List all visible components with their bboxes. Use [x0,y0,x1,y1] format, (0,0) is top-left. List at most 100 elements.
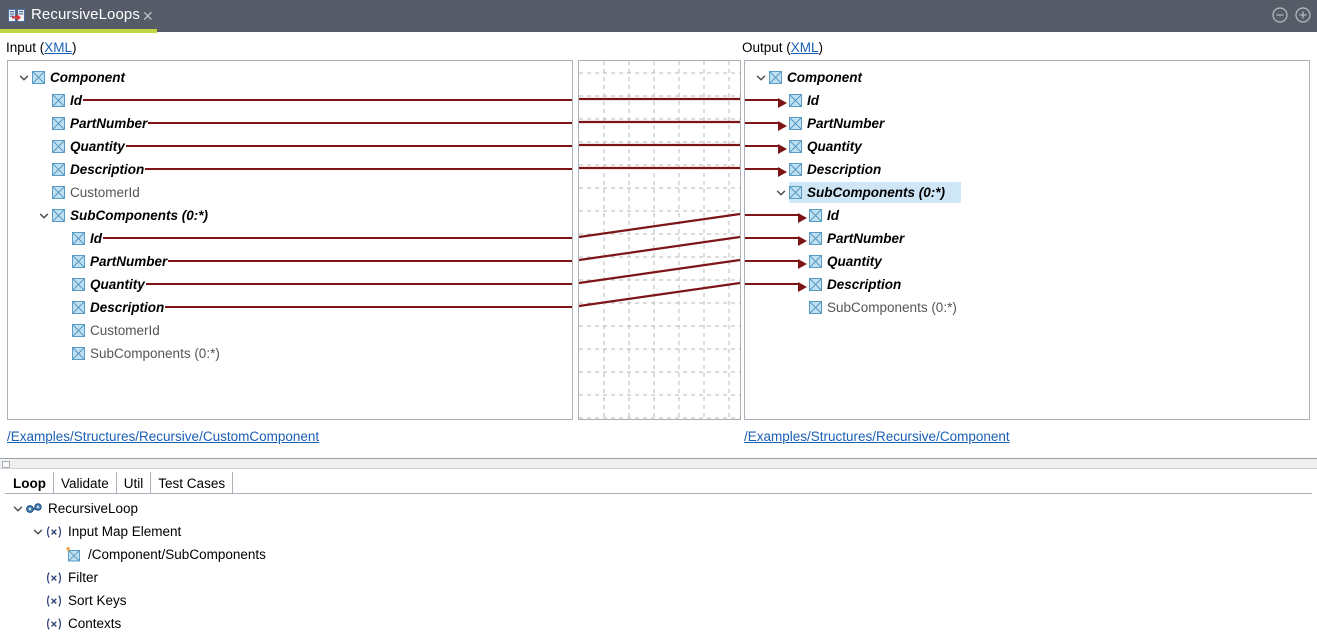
minus-circle-icon[interactable] [1271,6,1289,24]
xml-element-icon [52,186,65,199]
loop-tree-row[interactable]: Sort Keys [0,589,1317,612]
tree-row-label: Quantity [807,139,862,154]
tree-row[interactable]: PartNumber [8,112,572,135]
output-xml-link[interactable]: XML [790,40,819,55]
tree-row[interactable]: PartNumber [8,250,572,273]
tree-row[interactable]: SubComponents (0:*) [8,342,572,365]
chevron-down-icon[interactable] [30,524,46,540]
tree-row[interactable]: Description [745,158,1309,181]
tree-row-content: CustomerId [56,323,160,338]
xml-element-icon [72,255,85,268]
tree-row-content: Quantity [773,139,862,154]
xml-element-icon [789,163,802,176]
tree-row[interactable]: Id [8,227,572,250]
chevron-down-icon[interactable] [753,70,769,86]
output-path-link[interactable]: /Examples/Structures/Recursive/Component [744,429,1010,444]
tree-row-content: PartNumber [773,116,884,131]
loop-tree-row-content: Contexts [30,616,121,632]
xml-element-icon [789,186,802,199]
mapping-link-stub [745,122,779,124]
tab-loop[interactable]: Loop [5,472,54,494]
chevron-down-icon[interactable] [16,70,32,86]
loop-tree-row-content: /Component/SubComponents [50,547,266,563]
tree-row[interactable]: SubComponents (0:*) [745,296,1309,319]
xml-element-icon [72,301,85,314]
mapping-arrowhead [778,118,788,136]
horizontal-splitter[interactable] [0,458,1317,469]
tree-row-label: SubComponents (0:*) [827,300,957,315]
tree-row-content: PartNumber [36,116,147,131]
mapping-link-stub [165,306,572,308]
tree-row[interactable]: Quantity [745,250,1309,273]
loop-tree-row-label: Filter [68,570,98,585]
tree-row[interactable]: Description [745,273,1309,296]
splitter-grip[interactable] [2,461,10,468]
loop-tree-row[interactable]: Contexts [0,612,1317,635]
loop-tree-row-content: RecursiveLoop [10,501,138,517]
input-xml-link[interactable]: XML [44,40,73,55]
tree-row[interactable]: Quantity [8,135,572,158]
loop-tree-row-label: Contexts [68,616,122,631]
tree-row[interactable]: PartNumber [745,227,1309,250]
tree-row-content: Id [773,93,819,108]
tree-row[interactable]: Component [8,66,572,89]
loop-tree-row[interactable]: Filter [0,566,1317,589]
tree-row[interactable]: Id [8,89,572,112]
tree-row-label: PartNumber [70,116,148,131]
input-path-link[interactable]: /Examples/Structures/Recursive/CustomCom… [7,429,320,444]
tree-row-content: Component [16,70,125,86]
tab-util[interactable]: Util [116,472,152,494]
app-tab-recursiveloops[interactable]: RecursiveLoops ✕ [0,0,157,33]
app-tab-label: RecursiveLoops [31,6,140,23]
tree-row[interactable]: Quantity [745,135,1309,158]
tree-row[interactable]: Id [745,89,1309,112]
tree-row[interactable]: SubComponents (0:*) [8,204,572,227]
tree-row-content: Id [793,208,839,223]
chevron-down-icon[interactable] [10,501,26,517]
tab-validate[interactable]: Validate [54,472,117,494]
tree-row[interactable]: Component [745,66,1309,89]
xml-element-icon [789,140,802,153]
loop-tree-row[interactable]: /Component/SubComponents [0,543,1317,566]
tree-row[interactable]: SubComponents (0:*) [745,181,1309,204]
xml-element-icon [52,117,65,130]
mapping-arrowhead [778,164,788,182]
chevron-down-icon[interactable] [36,208,52,224]
tree-row-label: Description [827,277,902,292]
mapping-arrowhead [778,95,788,113]
xml-element-icon [809,255,822,268]
tree-row-label: SubComponents (0:*) [70,208,208,223]
close-icon[interactable]: ✕ [142,8,154,24]
tab-label: Validate [61,475,109,491]
tab-test-cases[interactable]: Test Cases [151,472,234,494]
mapping-link-stub [745,168,779,170]
tree-row[interactable]: PartNumber [745,112,1309,135]
loop-gears-icon [26,501,42,517]
loop-tree-row[interactable]: RecursiveLoop [0,497,1317,520]
tree-row-content: SubComponents (0:*) [773,185,945,201]
plus-circle-icon[interactable] [1294,6,1312,24]
tree-row[interactable]: CustomerId [8,181,572,204]
mapping-link-stub [83,99,572,101]
mapping-link-stub [745,214,799,216]
loop-tree-row[interactable]: Input Map Element [0,520,1317,543]
tree-row[interactable]: CustomerId [8,319,572,342]
tree-row[interactable]: Description [8,158,572,181]
input-caption-prefix: Input ( [6,40,45,55]
xml-element-icon [72,347,85,360]
mapping-arrowhead [778,141,788,159]
tree-row[interactable]: Quantity [8,273,572,296]
loop-tree-row-label: RecursiveLoop [48,501,139,516]
mapping-link-stub [146,283,572,285]
chevron-down-icon[interactable] [773,185,789,201]
tree-row-content: SubComponents (0:*) [56,346,220,361]
tree-row[interactable]: Id [745,204,1309,227]
output-panel-caption: Output (XML) [742,40,823,55]
tree-row[interactable]: Description [8,296,572,319]
loop-tree-row-label: /Component/SubComponents [88,547,266,562]
mapping-grid-panel[interactable] [578,60,741,420]
